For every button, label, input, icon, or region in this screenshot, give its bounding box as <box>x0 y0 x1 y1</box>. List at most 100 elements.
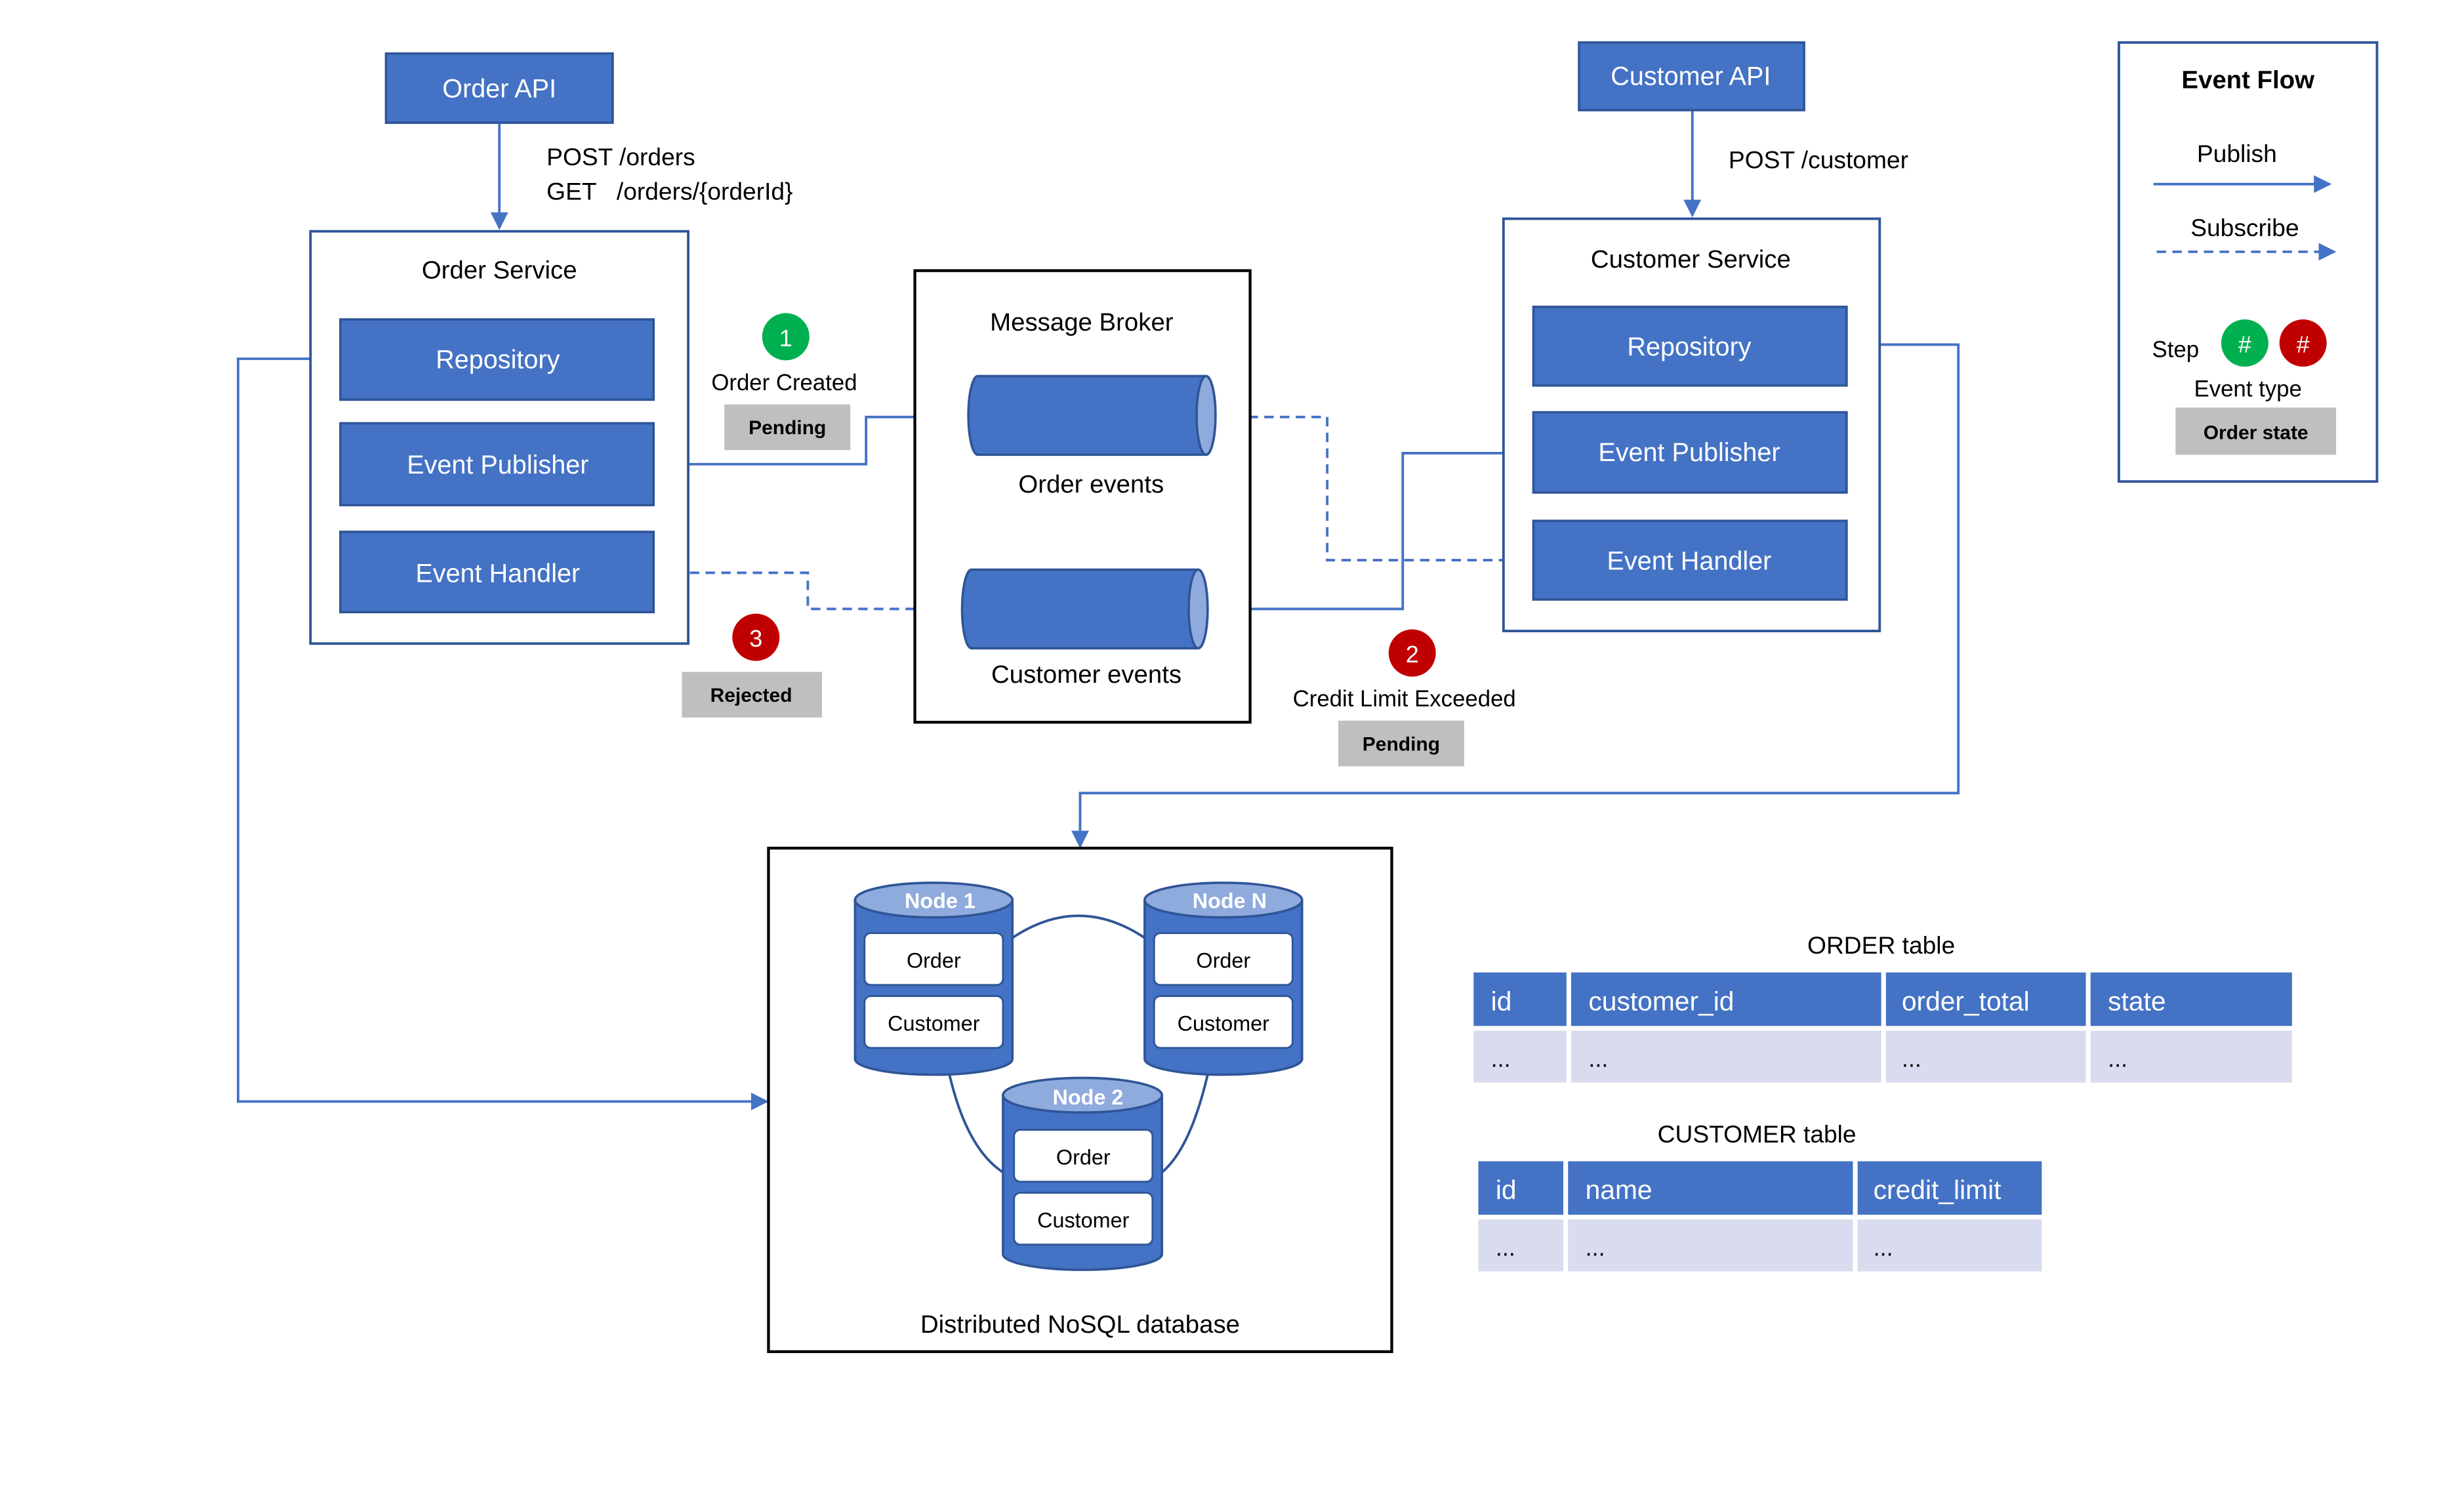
customer-repository[interactable]: Repository <box>1532 306 1848 387</box>
customer-table-cell: ... <box>1496 1234 1515 1261</box>
customer-event-handler[interactable]: Event Handler <box>1532 519 1848 601</box>
step-2-event: Credit Limit Exceeded <box>1293 687 1516 712</box>
customer-table-cell-credit-limit <box>1857 1219 2042 1272</box>
legend-step-green <box>2221 319 2269 367</box>
customer-table-col-credit-limit: credit_limit <box>1874 1175 2002 1205</box>
order-repository-label: Repository <box>436 345 560 374</box>
customer-repository-db-arrow <box>1071 343 1960 849</box>
order-repository[interactable]: Repository <box>339 318 655 401</box>
order-table: ORDER table id customer_id order_total s… <box>1473 931 2292 1083</box>
order-table-col-state: state <box>2108 986 2166 1016</box>
distributed-database: Node 1 Order Customer Node N Order Custo… <box>767 846 1393 1354</box>
database-title: Distributed NoSQL database <box>920 1310 1240 1339</box>
customer-event-handler-label: Event Handler <box>1607 546 1772 575</box>
node-1-order: Order <box>907 948 961 972</box>
customer-event-publisher-label: Event Publisher <box>1598 438 1780 467</box>
step-1-state: Pending <box>749 417 826 439</box>
step-3: 3 Rejected <box>682 613 823 718</box>
order-api-route-get: GET /orders/{orderId} <box>546 178 792 205</box>
node-n-customer: Customer <box>1178 1011 1270 1035</box>
order-table-title: ORDER table <box>1807 931 1955 959</box>
step-1-number: 1 <box>779 325 792 352</box>
customer-table-col-id: id <box>1496 1175 1517 1205</box>
order-table-cell-order-total <box>1885 1030 2086 1083</box>
order-event-publisher-label: Event Publisher <box>407 451 588 479</box>
customer-api-route-post: POST /customer <box>1729 146 1908 174</box>
order-table-cell: ... <box>2108 1045 2127 1072</box>
customer-api-label: Customer API <box>1611 62 1771 91</box>
order-events-label: Order events <box>1018 470 1164 498</box>
node-ring-links <box>948 914 1209 1173</box>
step-2-state-box <box>1338 720 1464 767</box>
customer-table-cell-id <box>1478 1219 1564 1272</box>
node-2-name: Node 2 <box>1053 1085 1124 1109</box>
customer-table-col-name: name <box>1586 1175 1653 1205</box>
customer-publish-arrow <box>1206 452 1534 618</box>
step-3-badge <box>732 613 780 661</box>
customer-event-publisher[interactable]: Event Publisher <box>1532 411 1848 494</box>
order-table-cell: ... <box>1491 1045 1511 1072</box>
order-api-route-post: POST /orders <box>546 143 695 171</box>
legend-step-red-symbol: # <box>2297 331 2310 357</box>
order-api-label: Order API <box>442 75 556 104</box>
node-2-order: Order <box>1056 1145 1111 1169</box>
customer-table-cell-name <box>1568 1219 1853 1272</box>
legend-subscribe-label: Subscribe <box>2190 214 2299 241</box>
customer-api[interactable]: Customer API <box>1578 41 1805 111</box>
legend-step-green-symbol: # <box>2238 331 2251 357</box>
legend-step-label: Step <box>2152 338 2200 363</box>
legend: Event Flow Publish Subscribe Step # # Ev… <box>2118 41 2379 483</box>
step-3-state-box <box>682 672 823 718</box>
customer-table-cell: ... <box>1874 1234 1893 1261</box>
order-table-col-id: id <box>1491 986 1512 1016</box>
node-n-name: Node N <box>1193 889 1267 912</box>
step-2-number: 2 <box>1406 641 1419 668</box>
legend-order-state-box <box>2175 407 2337 455</box>
connectors <box>237 110 1960 1110</box>
step-1: 1 Order Created Pending <box>711 313 857 451</box>
step-3-state: Rejected <box>710 685 792 706</box>
order-table-col-customer-id: customer_id <box>1588 986 1734 1016</box>
message-broker-title: Message Broker <box>990 308 1174 336</box>
order-table-cell-customer-id <box>1571 1030 1881 1083</box>
order-events-subscribe-arrow <box>1217 415 1536 569</box>
order-api[interactable]: Order API <box>384 52 614 124</box>
node-1-customer: Customer <box>888 1011 980 1035</box>
node-1-name: Node 1 <box>905 889 975 912</box>
order-event-publisher[interactable]: Event Publisher <box>339 422 655 506</box>
order-table-cell: ... <box>1902 1045 1921 1072</box>
customer-repository-label: Repository <box>1627 333 1751 361</box>
order-repository-db-arrow <box>237 357 769 1110</box>
legend-event-type-label: Event type <box>2194 377 2302 402</box>
customer-table: CUSTOMER table id name credit_limit ... … <box>1478 1120 2042 1272</box>
order-table-cell-state <box>2090 1030 2292 1083</box>
order-event-handler-label: Event Handler <box>415 559 580 588</box>
node-2-customer: Customer <box>1037 1208 1130 1232</box>
order-table-cell: ... <box>1588 1045 1608 1072</box>
order-service: Order Service Repository Event Publisher… <box>309 230 690 645</box>
order-table-header-id <box>1473 972 1567 1026</box>
customer-table-title: CUSTOMER table <box>1658 1120 1857 1148</box>
customer-table-header-id <box>1478 1161 1564 1215</box>
step-1-event: Order Created <box>711 371 857 395</box>
node-2[interactable]: Node 2 Order Customer <box>1002 1076 1164 1271</box>
legend-publish-label: Publish <box>2197 140 2277 167</box>
order-events-queue[interactable] <box>967 374 1217 456</box>
order-table-cell-id <box>1473 1030 1567 1083</box>
customer-events-queue[interactable] <box>960 568 1209 650</box>
order-table-header-order-total <box>1885 972 2086 1026</box>
customer-table-header-credit-limit <box>1857 1161 2042 1215</box>
order-event-handler[interactable]: Event Handler <box>339 531 655 614</box>
node-n-order: Order <box>1196 948 1250 972</box>
node-1[interactable]: Node 1 Order Customer <box>853 881 1014 1076</box>
node-n[interactable]: Node N Order Customer <box>1143 881 1304 1076</box>
legend-step-red <box>2279 319 2327 367</box>
order-service-title: Order Service <box>422 256 577 285</box>
step-2-state: Pending <box>1363 733 1440 755</box>
customer-table-cell: ... <box>1586 1234 1605 1261</box>
step-1-badge <box>762 313 810 361</box>
step-2: 2 Credit Limit Exceeded Pending <box>1293 629 1516 767</box>
order-table-header-state <box>2090 972 2292 1026</box>
order-table-header-customer-id <box>1571 972 1881 1026</box>
